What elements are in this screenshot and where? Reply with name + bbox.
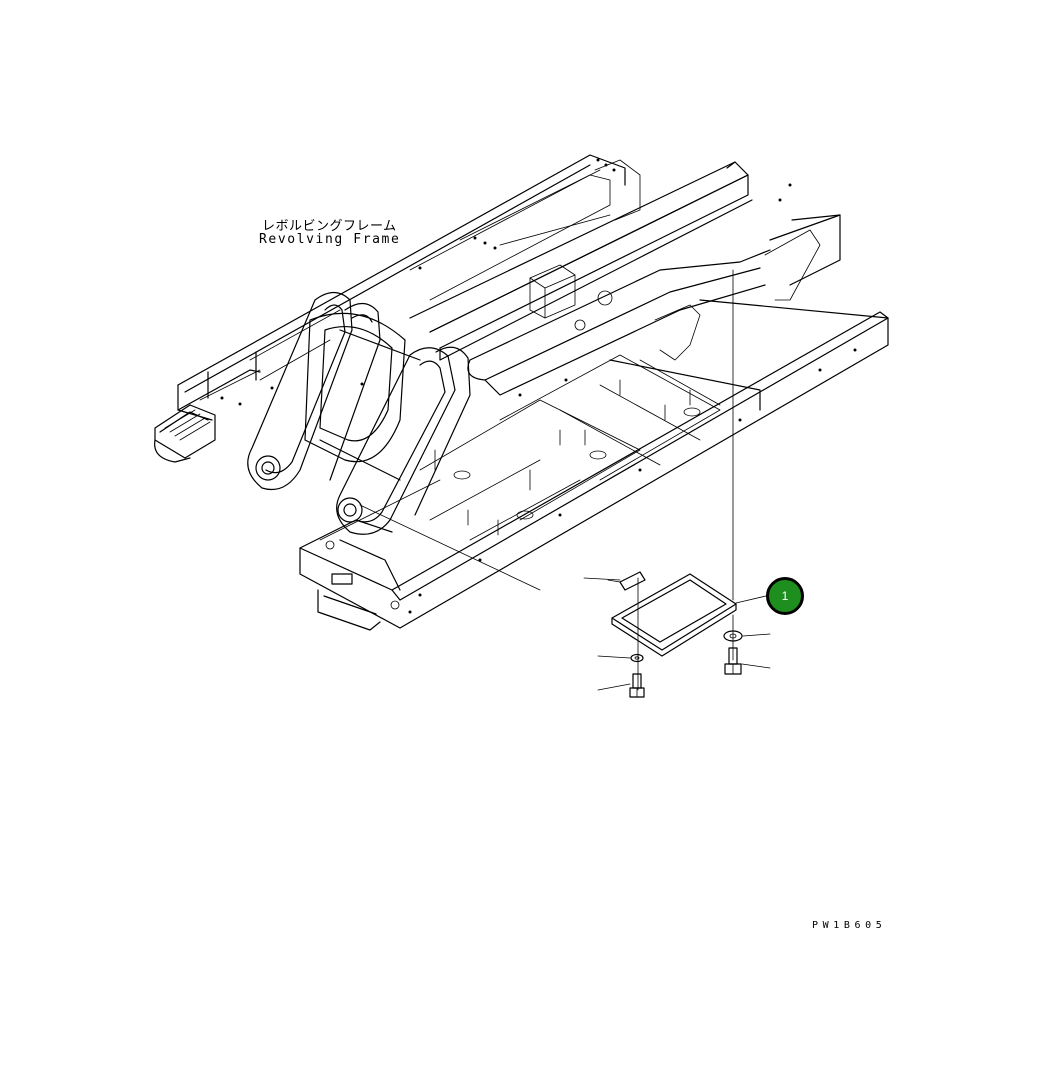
cross-member-tabs	[434, 379, 701, 536]
rivet-dots	[220, 158, 857, 614]
upper-arm	[409, 161, 753, 361]
washer-right	[723, 630, 743, 642]
frame-name-en: Revolving Frame	[259, 232, 401, 247]
boom-foot-right	[319, 329, 471, 535]
bolt-left	[629, 673, 645, 698]
cover-plate-part	[607, 571, 737, 657]
inner-deck	[199, 169, 721, 591]
lower-arm	[467, 249, 771, 396]
frame-name-jp: レボルビングフレーム	[262, 219, 397, 234]
front-step	[317, 539, 401, 631]
upper-brackets	[529, 159, 821, 361]
drawing-code: PW1B605	[812, 920, 887, 931]
leader-lines	[583, 577, 771, 691]
center-plate	[304, 312, 406, 463]
washer-left	[630, 653, 644, 663]
bolt-right	[724, 647, 742, 675]
fasteners	[629, 630, 743, 698]
rear-step	[154, 404, 216, 463]
part-callout-1[interactable]: 1	[766, 577, 804, 615]
callout-number: 1	[781, 589, 789, 603]
frame-left-rail	[177, 154, 626, 421]
